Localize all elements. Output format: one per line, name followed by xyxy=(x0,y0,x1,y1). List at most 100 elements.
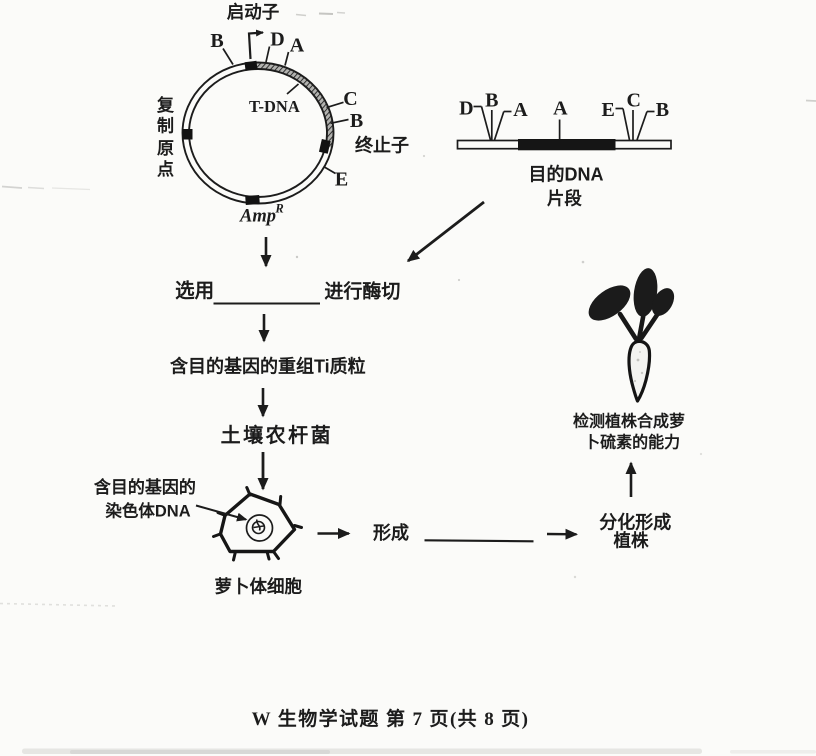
digest-prefix: 选用 xyxy=(175,280,214,302)
scan-artifact xyxy=(573,575,577,579)
cell-note-line2: 染色体DNA xyxy=(105,500,190,520)
marker-terminator-site xyxy=(318,139,331,154)
cell-wall-tick xyxy=(293,524,303,529)
site-b-right-label: B xyxy=(350,110,363,132)
detect-line2: 卜硫素的能力 xyxy=(584,433,680,452)
tick-site-b-right xyxy=(330,118,349,125)
frag-d-label: D xyxy=(459,98,473,120)
cell-wall-tick xyxy=(272,550,280,560)
scan-artifact xyxy=(422,154,426,158)
recombinant-plasmid-label: 含目的基因的重组Ti质粒 xyxy=(170,356,366,377)
scan-artifact xyxy=(0,602,117,607)
origin-label: 复 制 原 点 xyxy=(156,95,175,179)
site-c-label: C xyxy=(343,88,357,110)
origin-char-2: 制 xyxy=(157,116,174,136)
nucleus-dna-squiggle xyxy=(253,519,264,531)
form-blank-line xyxy=(424,539,534,543)
scan-artifact xyxy=(51,187,91,191)
agrobacterium-label: 土壤农杆菌 xyxy=(221,423,334,447)
scan-artifact xyxy=(1,185,23,189)
scan-artifact xyxy=(457,278,461,282)
scan-artifact xyxy=(730,750,816,754)
scan-artifact xyxy=(27,186,45,190)
marker-promoter-site xyxy=(244,60,258,71)
radish-stems xyxy=(617,309,662,342)
terminator-label: 终止子 xyxy=(355,135,409,156)
cell-nucleus xyxy=(245,514,274,542)
cell-wall xyxy=(218,492,297,554)
tick-frag-a-left xyxy=(493,111,505,141)
root-speckle xyxy=(633,379,637,383)
radish-stem xyxy=(639,309,662,341)
plasmid-diagram: 启动子 B D A T-DNA C B 终止子 E 复 制 原 点 Amp R xyxy=(156,2,409,227)
radish-leaf-left xyxy=(588,285,631,321)
amp-label: Amp xyxy=(239,207,276,227)
differentiate-line2: 植株 xyxy=(613,531,649,551)
origin-char-3: 原 xyxy=(157,139,174,158)
detect-line1: 检测植株合成萝 xyxy=(573,412,685,431)
cell-note-line1: 含目的基因的 xyxy=(94,477,196,497)
arrow-note-to-nucleus xyxy=(195,504,248,522)
cell-wall-tick xyxy=(265,550,271,561)
scan-artifact xyxy=(581,260,585,264)
tick-frag-e xyxy=(622,108,631,141)
tick-tdna xyxy=(286,83,300,95)
radish-root-speckles xyxy=(633,351,644,383)
radish-root xyxy=(627,339,652,403)
frag-caption-line1: 目的DNA xyxy=(529,164,604,185)
scan-artifacts xyxy=(0,11,816,754)
plasmid-ring-outer xyxy=(181,61,335,205)
root-speckle xyxy=(636,358,640,362)
scan-artifact xyxy=(805,99,816,102)
tick-site-b-top xyxy=(222,48,234,65)
site-e-label: E xyxy=(335,169,348,191)
nucleus-plasmid-circle xyxy=(251,520,266,535)
frag-c-label: C xyxy=(626,90,640,112)
form-label: 形成 xyxy=(373,522,409,543)
scan-artifact xyxy=(295,13,307,17)
frag-caption-line2: 片段 xyxy=(547,189,582,209)
dna-fragment-diagram: D B A A E C B 目的DNA 片段 xyxy=(456,90,672,209)
tick-site-c xyxy=(326,101,344,109)
scan-artifact xyxy=(699,452,703,456)
scan-artifact xyxy=(22,748,702,754)
radish-stem xyxy=(617,311,639,342)
flow-chart: 选用 进行酶切 含目的基因的重组Ti质粒 土壤农杆菌 形成 分化形成 植株 检测… xyxy=(170,200,685,551)
frag-e-label: E xyxy=(602,99,615,121)
frag-a-left-label: A xyxy=(513,99,528,121)
promoter-arrow xyxy=(247,29,264,60)
cell-wall-tick xyxy=(216,511,227,517)
dna-bar-gene-segment xyxy=(518,139,616,151)
root-speckle xyxy=(640,371,644,375)
frag-a-mid-label: A xyxy=(553,98,568,120)
frag-b-left-label: B xyxy=(485,90,498,112)
origin-char-1: 复 xyxy=(156,95,175,115)
cell-wall-tick xyxy=(232,550,237,562)
marker-origin-site xyxy=(182,129,193,140)
digest-suffix: 进行酶切 xyxy=(324,280,400,303)
site-b-top-label: B xyxy=(210,30,223,52)
tick-frag-b-right xyxy=(636,111,648,141)
origin-char-4: 点 xyxy=(157,159,174,179)
tick-site-a xyxy=(284,51,290,66)
scan-artifact xyxy=(336,11,346,14)
cell-wall-tick xyxy=(278,495,283,506)
frag-b-right-label: B xyxy=(656,99,669,121)
radish-leaf-middle xyxy=(633,268,658,317)
tick-site-e xyxy=(323,165,336,175)
site-a-label: A xyxy=(290,35,305,57)
plasmid-ring-inner xyxy=(188,68,328,198)
radish-cell-diagram: 含目的基因的 染色体DNA 萝卜体细胞 xyxy=(94,477,303,597)
arrow-fragment-to-digest xyxy=(406,200,485,263)
differentiate-line1: 分化形成 xyxy=(599,512,671,533)
cell-caption: 萝卜体细胞 xyxy=(215,577,303,597)
promoter-label: 启动子 xyxy=(227,2,280,22)
tdna-label: T-DNA xyxy=(249,97,300,116)
radish-leaf-right xyxy=(651,288,675,316)
scan-artifact xyxy=(318,12,334,15)
radish-plant-sketch xyxy=(588,268,675,403)
amp-sup-label: R xyxy=(274,202,283,216)
site-d-label: D xyxy=(270,29,284,51)
